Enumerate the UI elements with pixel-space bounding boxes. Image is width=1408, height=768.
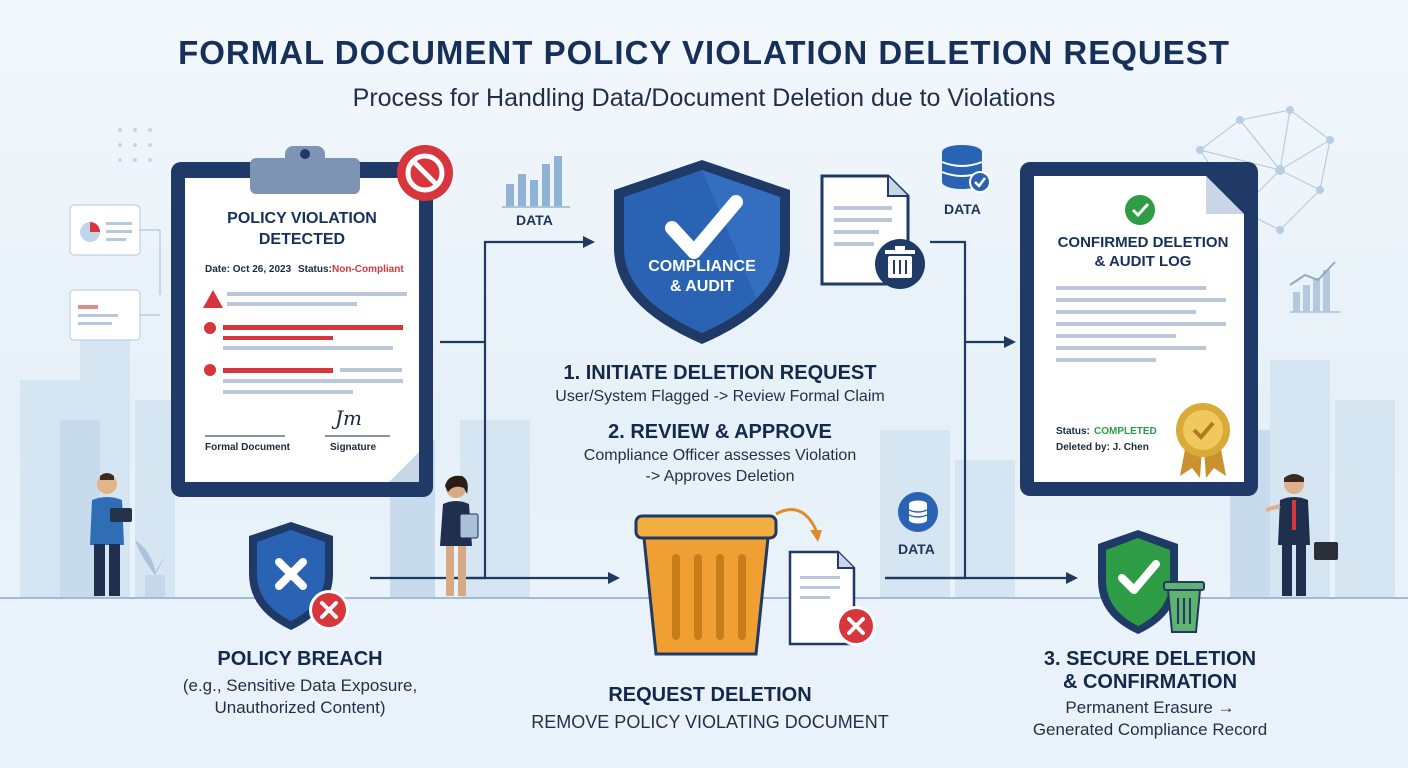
person-manager-icon (1265, 474, 1338, 596)
trash-bin-icon (634, 514, 778, 656)
step1-text: User/System Flagged -> Review Formal Cla… (555, 388, 885, 405)
success-shield-icon (1098, 530, 1205, 634)
database-check-icon (941, 145, 991, 193)
secure-title-1: 3. SECURE DELETION (1043, 648, 1257, 670)
violation-doc-status-value: Non-Compliant (332, 264, 404, 275)
breach-line-2: Unauthorized Content) (214, 698, 386, 717)
person-analyst-icon (90, 473, 132, 596)
violation-doc-title-2: DETECTED (258, 231, 346, 248)
document-trash-icon (820, 174, 925, 289)
page-subtitle: Process for Handling Data/Document Delet… (352, 84, 1056, 112)
step2-line-1: Compliance Officer assesses Violation (583, 447, 857, 464)
step1-title: 1. INITIATE DELETION REQUEST (563, 362, 877, 384)
data-label-top-right: DATA (944, 201, 981, 217)
data-label-top-left: DATA (516, 212, 553, 228)
confirmed-doc-title-1: CONFIRMED DELETION (1057, 234, 1229, 251)
compliance-shield-icon (614, 160, 790, 344)
data-label-middle: DATA (898, 541, 935, 557)
violation-doc-footer-right: Signature (330, 442, 377, 453)
confirmed-doc-status-label: Status: (1056, 426, 1090, 437)
violation-doc-status-label: Status: (298, 264, 332, 275)
forbidden-icon (397, 145, 453, 201)
shield-text-1: COMPLIANCE (648, 258, 756, 275)
plant-icon (135, 538, 176, 597)
deleted-document-icon (788, 550, 876, 646)
confirmed-doc-title-2: & AUDIT LOG (1094, 253, 1192, 270)
secure-line-2: Generated Compliance Record (1032, 720, 1268, 739)
signature-mark: Jm (335, 406, 362, 430)
breach-shield-icon (249, 522, 349, 630)
step2-title: 2. REVIEW & APPROVE (608, 421, 832, 443)
breach-line-1: (e.g., Sensitive Data Exposure, (182, 676, 418, 695)
clipboard-violation (171, 146, 433, 497)
bar-chart-icon (502, 156, 570, 208)
violation-doc-title-1: POLICY VIOLATION (227, 210, 377, 227)
shield-text-2: & AUDIT (669, 278, 735, 295)
curved-arrow-icon (775, 508, 822, 542)
page-title: FORMAL DOCUMENT POLICY VIOLATION DELETIO… (178, 34, 1230, 71)
confirmed-doc-status-value: COMPLETED (1094, 426, 1157, 437)
confirmed-doc-deleted-by: Deleted by: J. Chen (1056, 442, 1149, 453)
secure-line-1: Permanent Erasure → (1065, 698, 1235, 717)
breach-title: POLICY BREACH (217, 648, 383, 670)
secure-title-2: & CONFIRMATION (1062, 671, 1238, 693)
database-icon (898, 492, 938, 532)
step2-line-2: -> Approves Deletion (645, 468, 795, 485)
request-title: REQUEST DELETION (608, 684, 812, 706)
violation-doc-date: Date: Oct 26, 2023 (205, 264, 292, 275)
person-officer-icon (440, 475, 479, 596)
gold-seal-icon (1176, 403, 1230, 478)
violation-doc-footer-left: Formal Document (205, 442, 291, 453)
request-text: REMOVE POLICY VIOLATING DOCUMENT (531, 712, 889, 732)
